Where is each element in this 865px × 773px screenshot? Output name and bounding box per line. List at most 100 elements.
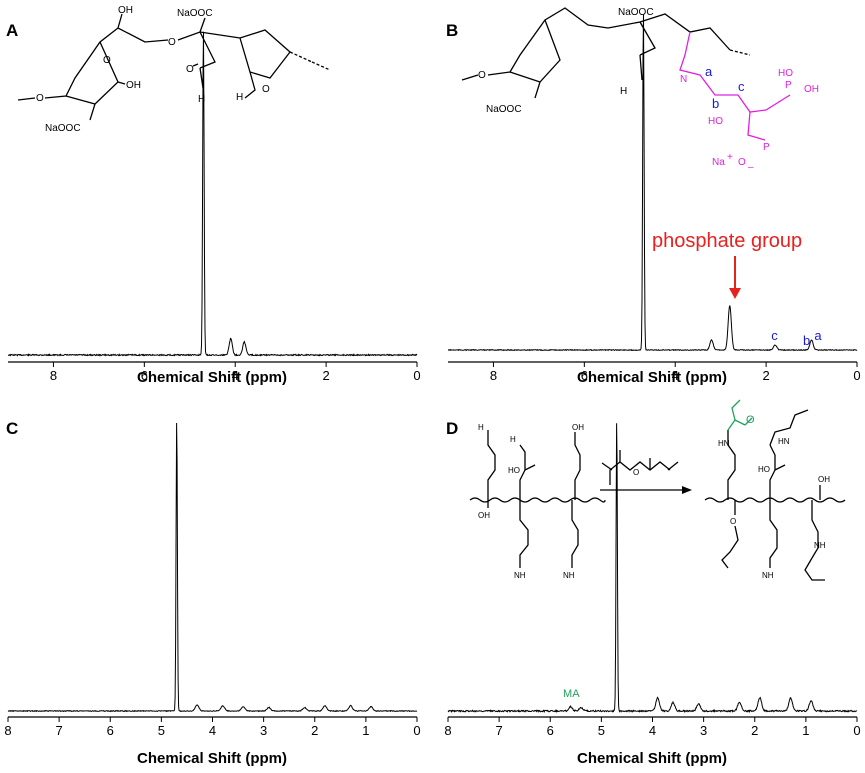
struct-b-n: N xyxy=(680,74,687,85)
struct-d-nh2-1: NH xyxy=(514,571,526,580)
struct-d-h2n-2: H xyxy=(510,435,516,444)
struct-d-nh2-r: NH xyxy=(762,571,774,580)
xlabel-a: Chemical Shift (ppm) xyxy=(137,369,287,386)
panel-a: A O NaOOC OH O OH O NaOOC O H H O xyxy=(6,5,421,386)
struct-a-o5: O xyxy=(262,84,270,95)
phosphate-group-label: phosphate group xyxy=(652,230,802,252)
tick-label-c-2: 6 xyxy=(107,723,114,738)
struct-a-o2: O xyxy=(103,55,111,66)
struct-label-b: b xyxy=(712,96,719,111)
struct-a-oh1: OH xyxy=(118,5,133,16)
panel-c: C 8 7 6 5 4 3 2 1 0 Chemical Shift (ppm) xyxy=(4,419,420,767)
struct-d-hn-2: HN xyxy=(778,437,790,446)
spectrum-b xyxy=(448,13,858,352)
tick-label-c-8: 0 xyxy=(413,723,420,738)
struct-a-h2: H xyxy=(236,92,243,103)
struct-d-ho-r: HO xyxy=(758,465,770,474)
struct-a-o4: O xyxy=(186,64,194,75)
struct-b-na: Na xyxy=(712,157,725,168)
struct-a-naooc-bottom: NaOOC xyxy=(45,123,81,134)
phosphate-arrow-head xyxy=(729,288,741,299)
xlabel-c: Chemical Shift (ppm) xyxy=(137,750,287,767)
tick-label-c-7: 1 xyxy=(362,723,369,738)
tick-label-b-1: 6 xyxy=(581,368,588,383)
tick-label-b-0: 8 xyxy=(490,368,497,383)
struct-d-nh2-2: NH xyxy=(563,571,575,580)
struct-d-oh-r: OH xyxy=(818,475,830,484)
peak-label-a: a xyxy=(814,328,822,343)
tick-label-a-2: 4 xyxy=(232,368,239,383)
struct-d-green-o: O xyxy=(746,414,755,426)
panel-letter-d: D xyxy=(446,419,458,438)
tick-label-c-3: 5 xyxy=(158,723,165,738)
struct-d-h2n-1: H xyxy=(478,423,484,432)
struct-d-anhydride-o: O xyxy=(633,468,639,477)
struct-b-o-minus: O xyxy=(738,157,746,168)
struct-label-c: c xyxy=(738,79,745,94)
struct-b-naooc-top: NaOOC xyxy=(618,7,654,18)
tick-label-a-0: 8 xyxy=(50,368,57,383)
struct-d-nh-r: NH xyxy=(814,541,826,550)
panel-letter-c: C xyxy=(6,419,18,438)
tick-label-d-6: 2 xyxy=(751,723,758,738)
struct-b-ho2: HO xyxy=(778,68,793,79)
struct-d-hn-left: HN xyxy=(718,439,730,448)
struct-a-o1: O xyxy=(36,93,44,104)
tick-label-c-0: 8 xyxy=(4,723,11,738)
panel-d: D H H HO OH OH NH NH O xyxy=(444,399,861,767)
tick-label-c-6: 2 xyxy=(311,723,318,738)
tick-label-a-4: 0 xyxy=(413,368,420,383)
tick-label-b-3: 2 xyxy=(762,368,769,383)
tick-label-d-7: 1 xyxy=(802,723,809,738)
tick-label-d-1: 7 xyxy=(496,723,503,738)
peak-label-c: c xyxy=(771,328,778,343)
tick-label-a-3: 2 xyxy=(322,368,329,383)
structure-b: O NaOOC NaOOC H N HO P HO OH P Na + O – … xyxy=(461,7,819,173)
struct-d-oh-2: OH xyxy=(478,511,490,520)
panel-letter-a: A xyxy=(6,21,18,40)
struct-b-h: H xyxy=(620,86,627,97)
tick-label-d-0: 8 xyxy=(444,723,451,738)
ticks-d: 8 7 6 5 4 3 2 1 0 xyxy=(444,717,861,738)
struct-b-minus: – xyxy=(748,162,754,173)
tick-label-d-2: 6 xyxy=(547,723,554,738)
xlabel-b: Chemical Shift (ppm) xyxy=(577,369,727,386)
spectrum-a xyxy=(7,31,418,357)
struct-d-ho: HO xyxy=(508,466,520,475)
panel-b: B O NaOOC NaOOC H N HO P HO OH P Na + O xyxy=(446,7,861,386)
struct-b-oh: OH xyxy=(804,84,819,95)
tick-label-c-5: 3 xyxy=(260,723,267,738)
tick-label-c-4: 4 xyxy=(209,723,216,738)
struct-b-p2: P xyxy=(763,142,770,153)
struct-b-plus: + xyxy=(727,152,733,163)
ticks-c: 8 7 6 5 4 3 2 1 0 xyxy=(4,717,421,738)
struct-label-a: a xyxy=(705,64,713,79)
struct-b-naooc-bottom: NaOOC xyxy=(486,104,522,115)
tick-label-a-1: 6 xyxy=(141,368,148,383)
tick-label-d-8: 0 xyxy=(853,723,860,738)
tick-label-b-2: 4 xyxy=(672,368,679,383)
struct-d-o-ester: O xyxy=(730,517,736,526)
spectrum-d xyxy=(447,423,858,714)
tick-label-d-3: 5 xyxy=(598,723,605,738)
spectrum-c xyxy=(7,422,418,713)
tick-label-d-5: 3 xyxy=(700,723,707,738)
struct-a-oh2: OH xyxy=(126,80,141,91)
structure-d: H H HO OH OH NH NH O O HN xyxy=(469,399,846,581)
struct-b-o1: O xyxy=(478,70,486,81)
ma-label: MA xyxy=(563,688,580,700)
ticks-b: 8 6 4 2 0 xyxy=(490,362,861,383)
struct-a-h1: H xyxy=(198,94,205,105)
structure-a: O NaOOC OH O OH O NaOOC O H H O xyxy=(17,5,331,134)
struct-b-p1: P xyxy=(785,80,792,91)
tick-label-c-1: 7 xyxy=(56,723,63,738)
struct-a-o3: O xyxy=(168,37,176,48)
tick-label-b-4: 0 xyxy=(853,368,860,383)
panel-letter-b: B xyxy=(446,21,458,40)
tick-label-d-4: 4 xyxy=(649,723,656,738)
xlabel-d: Chemical Shift (ppm) xyxy=(577,750,727,767)
struct-d-oh-1: OH xyxy=(572,423,584,432)
peak-label-b: b xyxy=(803,333,810,348)
ticks-a: 8 6 4 2 0 xyxy=(50,362,421,383)
